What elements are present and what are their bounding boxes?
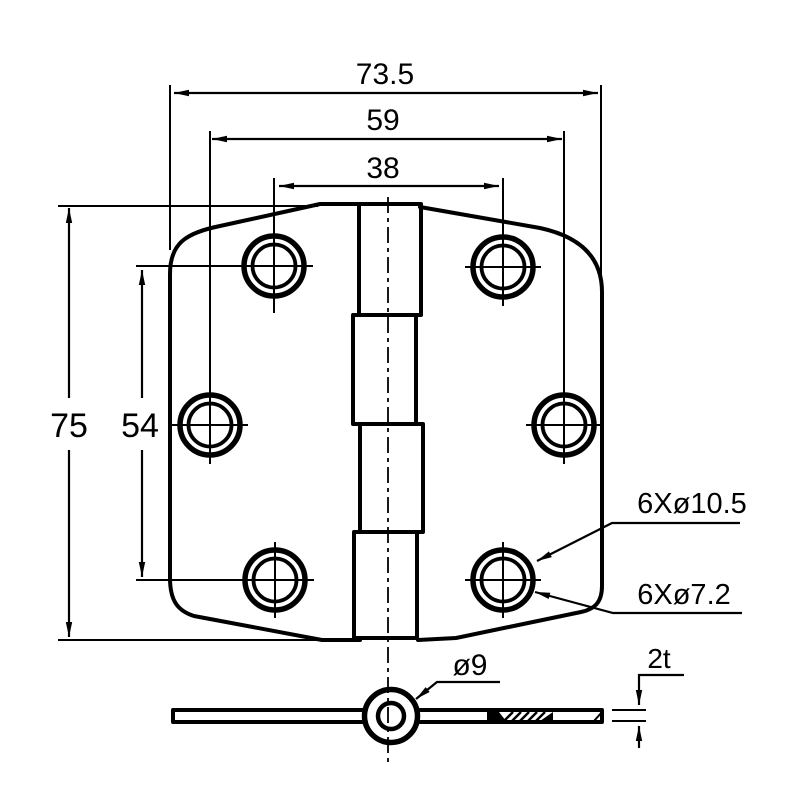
- dimension-height-overall: 75: [50, 205, 330, 641]
- dimension-thickness-label: 2t: [647, 643, 671, 674]
- top-view: 73.5 59 38 75 54 6Xø10.5: [50, 58, 747, 766]
- right-leaf-outline: [416, 205, 604, 642]
- hatch-line: [519, 711, 530, 722]
- dimension-width-top-holes: 38: [279, 152, 499, 190]
- dimension-height-overall-label: 75: [50, 407, 88, 445]
- hatch-line: [527, 711, 538, 722]
- dimension-height-hole-span: 54: [121, 270, 159, 577]
- callout-countersink-label: 6Xø10.5: [637, 488, 747, 520]
- dimension-width-mid-holes-label: 59: [366, 104, 399, 137]
- callout-pilot-hole-label: 6Xø7.2: [637, 579, 731, 611]
- dimension-width-mid-holes: 59: [212, 104, 562, 143]
- dimension-width-top-holes-label: 38: [366, 152, 399, 185]
- plate-end-tick: [593, 711, 603, 722]
- hatch-line: [511, 711, 522, 722]
- knuckle-segment: [352, 530, 419, 640]
- dimension-width-overall: 73.5: [169, 58, 602, 286]
- side-view: ø9 2t: [171, 643, 684, 748]
- leader-line: [635, 673, 684, 705]
- knuckle-segment: [358, 422, 425, 534]
- dimension-width-overall-label: 73.5: [356, 58, 414, 91]
- knuckle-segment: [351, 313, 418, 426]
- hatch-wedge: [487, 712, 506, 721]
- callout-countersink: 6Xø10.5: [536, 488, 747, 562]
- callout-pilot-hole: 6Xø7.2: [534, 579, 742, 615]
- knuckle-barrel-circle: [361, 686, 421, 746]
- hatch-wedge: [540, 712, 553, 721]
- callout-knuckle-diameter-label: ø9: [452, 649, 487, 682]
- dimension-height-hole-span-label: 54: [121, 407, 159, 445]
- left-leaf-outline: [168, 202, 362, 642]
- hatch-line: [535, 711, 546, 722]
- section-hatch: [487, 711, 553, 722]
- leader-line: [415, 680, 500, 700]
- hatch-line: [503, 711, 514, 722]
- callout-knuckle-diameter: ø9: [415, 649, 500, 700]
- right-plate-profile: [414, 708, 604, 724]
- pin-hole-circle: [375, 700, 407, 732]
- leader-line: [534, 590, 742, 615]
- knuckle-segment: [357, 202, 423, 317]
- hole-crosshairs: [136, 131, 602, 618]
- leader-line: [536, 521, 740, 562]
- hinge-barrel: [351, 202, 425, 640]
- left-plate-profile: [171, 708, 368, 724]
- dimension-thickness: 2t: [612, 643, 684, 748]
